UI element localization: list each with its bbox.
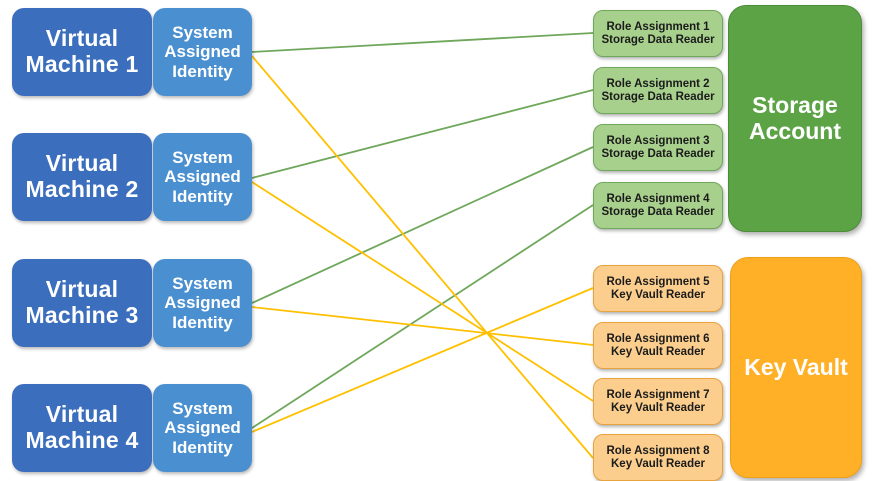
key-vault-label: Key Vault	[744, 353, 848, 380]
connector-vm1-ra8	[251, 55, 594, 459]
connector-vm4-ra5	[251, 287, 594, 433]
role-assignment-1[interactable]: Role Assignment 1 Storage Data Reader	[593, 10, 723, 57]
connector-vm3-ra6	[251, 306, 594, 346]
role-assignment-7[interactable]: Role Assignment 7 Key Vault Reader	[593, 378, 723, 425]
system-assigned-identity-1-label: System Assigned Identity	[164, 23, 241, 81]
connector-vm2-ra7	[251, 181, 594, 402]
virtual-machine-1[interactable]: Virtual Machine 1	[12, 8, 152, 96]
system-assigned-identity-4-label: System Assigned Identity	[164, 399, 241, 457]
key-vault[interactable]: Key Vault	[730, 257, 862, 478]
storage-account[interactable]: Storage Account	[728, 5, 862, 232]
system-assigned-identity-3-label: System Assigned Identity	[164, 274, 241, 332]
role-assignment-5[interactable]: Role Assignment 5 Key Vault Reader	[593, 265, 723, 312]
role-assignment-2-label: Role Assignment 2 Storage Data Reader	[601, 77, 715, 103]
role-assignment-2[interactable]: Role Assignment 2 Storage Data Reader	[593, 67, 723, 114]
role-assignment-4[interactable]: Role Assignment 4 Storage Data Reader	[593, 182, 723, 229]
system-assigned-identity-2-label: System Assigned Identity	[164, 148, 241, 206]
connector-vm3-ra3	[251, 146, 594, 304]
virtual-machine-1-label: Virtual Machine 1	[25, 25, 139, 77]
role-assignment-7-label: Role Assignment 7 Key Vault Reader	[606, 388, 710, 414]
role-assignment-5-label: Role Assignment 5 Key Vault Reader	[606, 275, 710, 301]
system-assigned-identity-2[interactable]: System Assigned Identity	[153, 133, 252, 221]
connector-vm4-ra4	[251, 204, 594, 429]
storage-account-label: Storage Account	[749, 91, 841, 144]
system-assigned-identity-4[interactable]: System Assigned Identity	[153, 384, 252, 472]
role-assignment-4-label: Role Assignment 4 Storage Data Reader	[601, 192, 715, 218]
role-assignment-8[interactable]: Role Assignment 8 Key Vault Reader	[593, 434, 723, 481]
virtual-machine-3[interactable]: Virtual Machine 3	[12, 259, 152, 347]
role-assignment-1-label: Role Assignment 1 Storage Data Reader	[601, 20, 715, 46]
role-assignment-6-label: Role Assignment 6 Key Vault Reader	[606, 332, 710, 358]
role-assignment-8-label: Role Assignment 8 Key Vault Reader	[606, 444, 710, 470]
role-assignment-3-label: Role Assignment 3 Storage Data Reader	[601, 134, 715, 160]
system-assigned-identity-1[interactable]: System Assigned Identity	[153, 8, 252, 96]
virtual-machine-2[interactable]: Virtual Machine 2	[12, 133, 152, 221]
role-assignment-6[interactable]: Role Assignment 6 Key Vault Reader	[593, 322, 723, 369]
role-assignment-3[interactable]: Role Assignment 3 Storage Data Reader	[593, 124, 723, 171]
virtual-machine-4[interactable]: Virtual Machine 4	[12, 384, 152, 472]
virtual-machine-2-label: Virtual Machine 2	[25, 150, 139, 202]
connector-vm1-ra1	[251, 32, 594, 53]
connector-vm2-ra2	[251, 89, 594, 179]
virtual-machine-4-label: Virtual Machine 4	[25, 401, 139, 453]
system-assigned-identity-3[interactable]: System Assigned Identity	[153, 259, 252, 347]
virtual-machine-3-label: Virtual Machine 3	[25, 276, 139, 328]
